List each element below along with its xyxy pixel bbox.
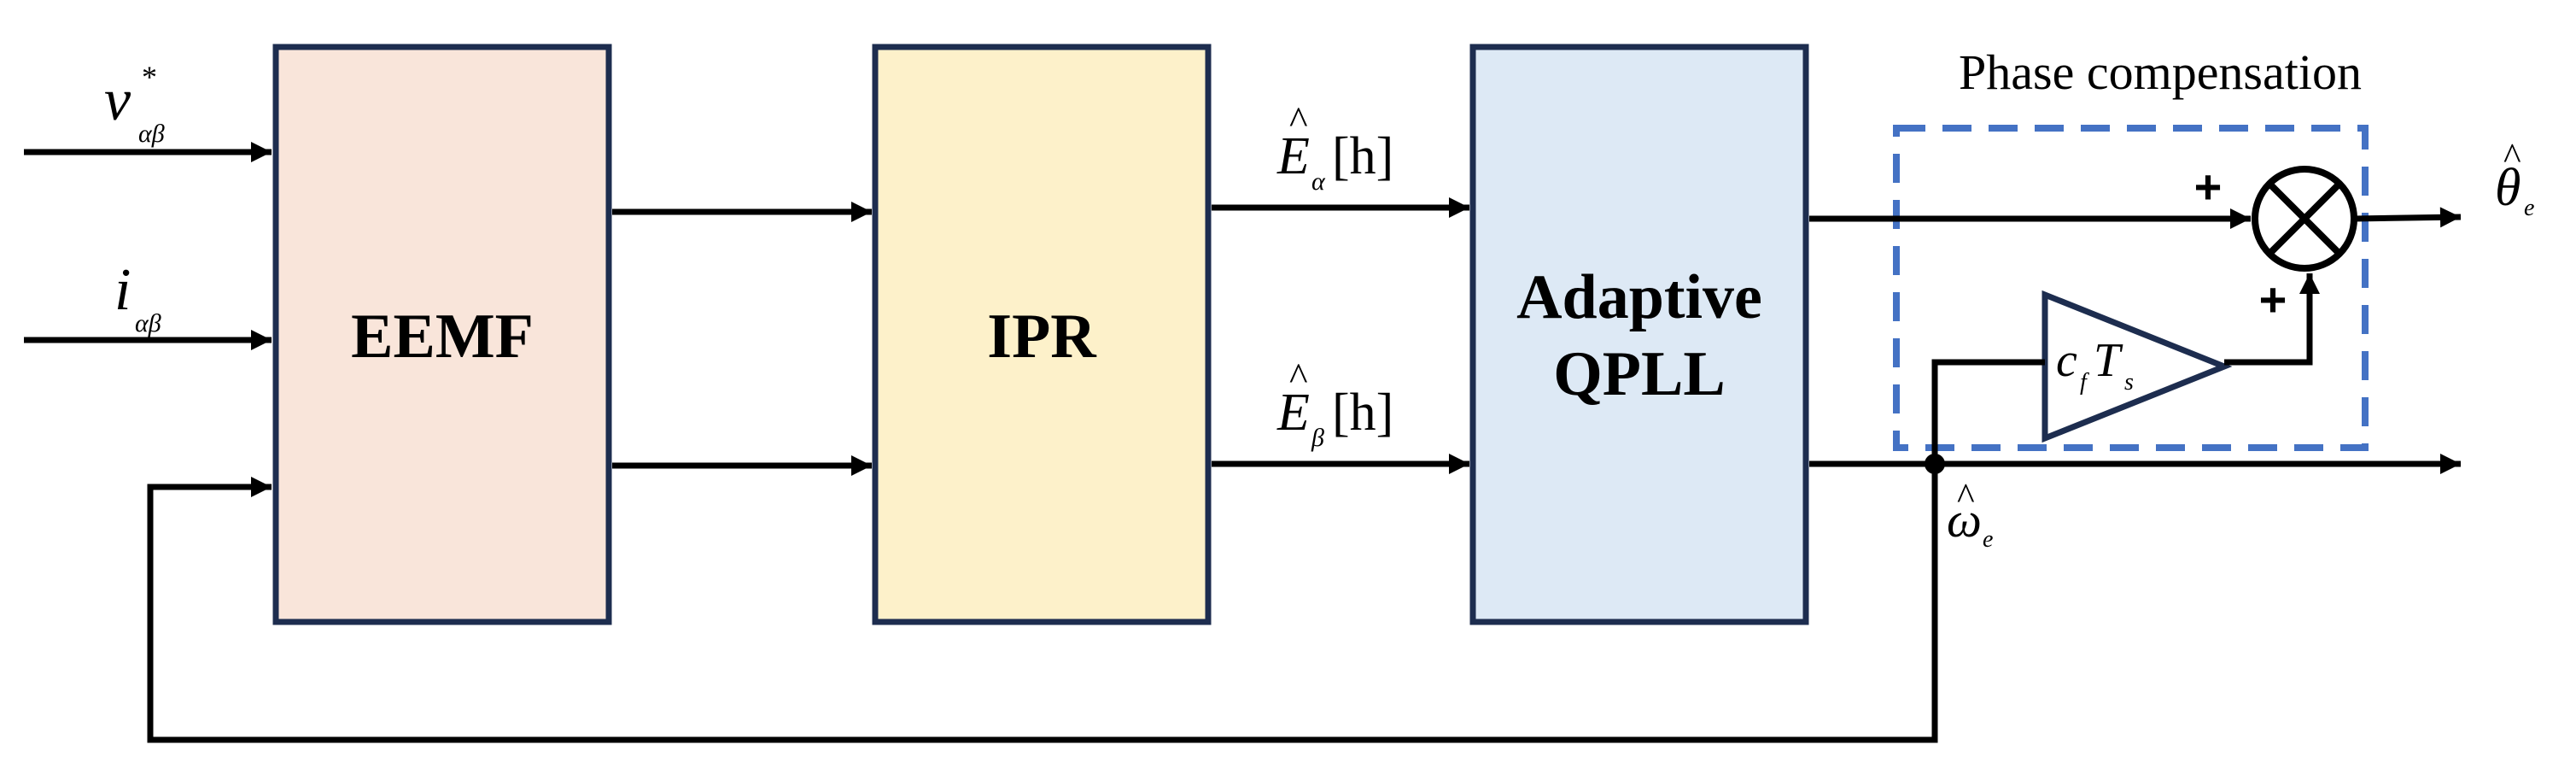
e-alpha-hat: ^: [1289, 98, 1308, 142]
eemf-block: [272, 44, 612, 625]
gain-label: c f T s: [2056, 334, 2134, 396]
phase-compensation-box: [1893, 125, 2369, 451]
gain-triangle: [2042, 290, 2233, 443]
e-beta-hat: ^: [1289, 355, 1308, 398]
feedback-path: [147, 464, 1938, 743]
e-alpha-label: ^ E α [h]: [1276, 98, 1393, 196]
i-input-label: i αβ: [114, 257, 161, 337]
summing-junction: [2252, 166, 2357, 272]
theta-output-arrow: [2353, 207, 2462, 228]
theta-hat: ^: [2503, 136, 2521, 178]
e-alpha-subscript: α: [1311, 167, 1326, 196]
omega-subscript: e: [1983, 526, 1993, 553]
i-symbol: i: [114, 257, 131, 323]
ipr-block: [872, 44, 1212, 625]
v-symbol: v: [104, 67, 131, 133]
ipr-label: IPR: [987, 302, 1097, 372]
theta-label: ^ θ e: [2495, 136, 2534, 221]
theta-symbol: θ: [2495, 159, 2521, 217]
i-subscript: αβ: [135, 309, 161, 337]
e-beta-suffix: [h]: [1332, 384, 1393, 442]
plus-bottom: +: [2259, 273, 2287, 326]
omega-hat: ^: [1957, 476, 1975, 518]
v-subscript: αβ: [138, 120, 165, 148]
e-beta-symbol: E: [1276, 384, 1310, 442]
gain-to-sum-arrow: [2224, 273, 2320, 366]
qpll-label-line1: Adaptive: [1516, 262, 1762, 332]
theta-subscript: e: [2524, 195, 2534, 221]
e-alpha-suffix: [h]: [1332, 127, 1393, 185]
omega-symbol: ω: [1947, 492, 1982, 548]
summing-cross-2: [2267, 181, 2342, 256]
gain-t: T: [2094, 334, 2123, 387]
v-superscript: *: [142, 60, 157, 94]
eemf-label: EEMF: [351, 302, 534, 372]
gain-c: c: [2056, 334, 2077, 387]
qpll-label-line2: QPLL: [1553, 339, 1725, 409]
gain-c-sub: f: [2080, 369, 2089, 396]
v-input-label: v * αβ: [104, 60, 165, 148]
omega-label: ^ ω e: [1947, 476, 1993, 553]
e-alpha-symbol: E: [1276, 127, 1310, 185]
plus-top: +: [2194, 160, 2223, 214]
e-beta-subscript: β: [1311, 424, 1324, 452]
omega-to-gain-line: [1931, 359, 2045, 464]
e-beta-label: ^ E β [h]: [1276, 355, 1393, 452]
phase-compensation-title: Phase compensation: [1959, 44, 2362, 100]
qpll-block: [1469, 44, 1809, 625]
gain-t-sub: s: [2124, 369, 2134, 396]
